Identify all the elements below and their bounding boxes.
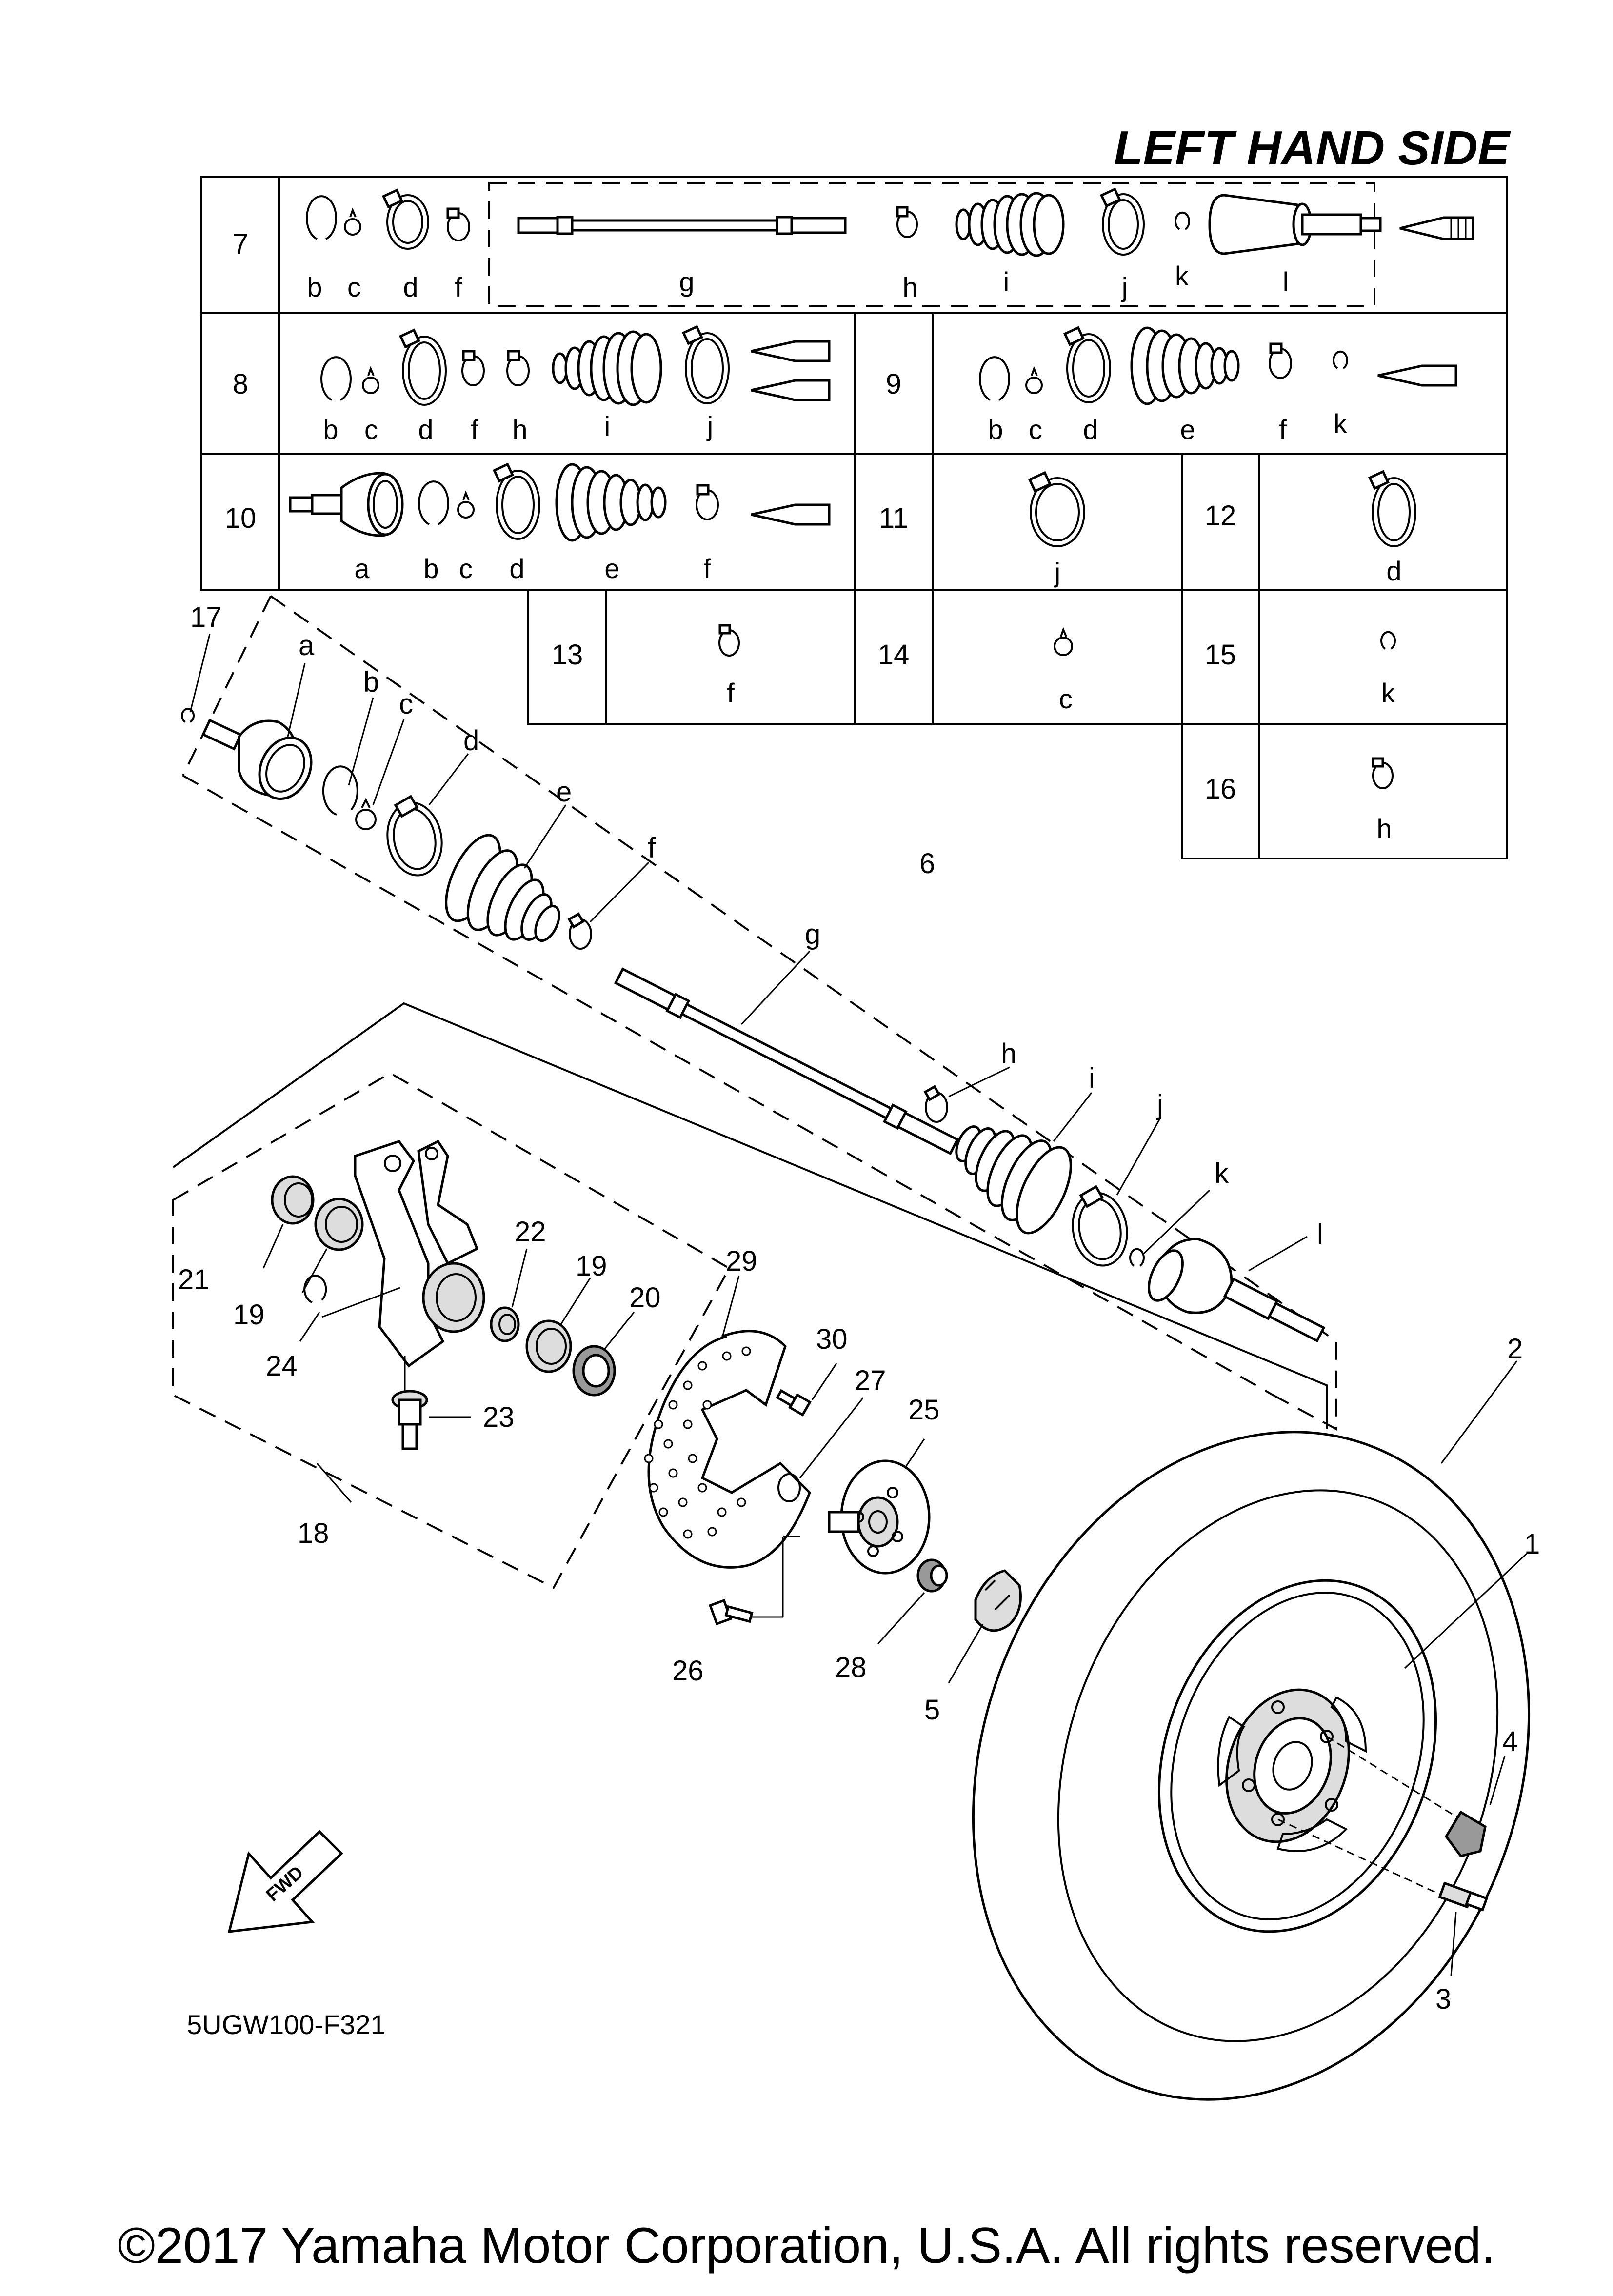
kit-row-10-number: 10 (225, 502, 257, 534)
callout-5: 5 (924, 1694, 940, 1726)
callout-29: 29 (726, 1245, 757, 1277)
callout-k: k (1215, 1158, 1229, 1189)
diagram-title: LEFT HAND SIDE (1114, 121, 1511, 175)
kit-row-11-number: 11 (879, 502, 908, 534)
callout-18: 18 (298, 1517, 329, 1549)
kit-row-7-letter: f (455, 272, 462, 302)
kit-row-9-number: 9 (886, 368, 901, 400)
callout-b: b (363, 666, 379, 698)
callout-labels: 1 2 3 4 5 6 17 18 19 19 20 21 22 23 24 2… (178, 601, 1540, 2015)
callout-19: 19 (233, 1299, 265, 1331)
callout-a: a (299, 630, 315, 661)
kit-row-8-parts: b c d f h i j (320, 325, 831, 445)
kit-row-8-letter: j (706, 411, 713, 441)
kit-row-15-letter: k (1381, 678, 1395, 708)
kit-row-8-letter: d (418, 414, 433, 445)
kit-row-10-letter: e (604, 553, 619, 584)
callout-27: 27 (855, 1365, 886, 1397)
kit-row-11-letter: j (1054, 557, 1060, 588)
callout-1: 1 (1524, 1528, 1540, 1560)
callout-2: 2 (1507, 1333, 1523, 1365)
callout-h: h (1001, 1038, 1016, 1070)
wheel-tire-assembly (972, 1360, 1531, 2101)
kit-row-8-letter: f (471, 414, 478, 445)
kit-row-8-letter: i (604, 411, 610, 441)
kit-row-9-letter: c (1029, 414, 1042, 445)
kit-row-7-letter: i (1003, 266, 1009, 297)
kit-row-7-parts: b c d f g h i j k l (306, 187, 1474, 302)
kit-row-10-letter: b (423, 553, 438, 584)
kit-row-10-parts: a b c d e f (289, 462, 831, 584)
kit-row-7-letter: h (902, 272, 917, 302)
callout-l: l (1317, 1218, 1323, 1250)
callout-6: 6 (919, 848, 935, 879)
kit-row-9-letter: f (1279, 414, 1287, 445)
kit-row-7-letter: d (403, 272, 418, 302)
kit-row-9-letter: e (1180, 414, 1195, 445)
callout-3: 3 (1435, 1983, 1451, 2015)
kit-row-8-number: 8 (233, 368, 248, 400)
kit-row-9-letter: d (1083, 414, 1098, 445)
kit-row-7-letter: c (347, 272, 361, 302)
callout-g: g (805, 918, 820, 950)
brake-hub-assembly (644, 1275, 1022, 1683)
kit-row-15-number: 15 (1205, 639, 1236, 671)
kit-row-9-parts: b c d e f k (979, 326, 1457, 445)
kit-row-14-number: 14 (878, 639, 910, 671)
callout-30: 30 (816, 1323, 848, 1355)
kit-row-7-letter: j (1121, 272, 1128, 302)
kit-row-13-letter: f (727, 678, 735, 708)
callout-22: 22 (515, 1216, 546, 1248)
kit-row-7-letter: k (1175, 260, 1189, 291)
kit-row-9-letter: k (1334, 408, 1348, 439)
callout-e: e (556, 776, 572, 808)
callout-i: i (1089, 1062, 1095, 1094)
kit-row-10-letter: a (354, 553, 370, 584)
callout-d: d (463, 725, 479, 757)
kit-row-13-number: 13 (552, 639, 583, 671)
kit-row-12-letter: d (1386, 556, 1401, 586)
callout-20: 20 (629, 1282, 661, 1314)
kit-row-8-letter: b (323, 414, 338, 445)
kit-row-10-letter: c (459, 553, 473, 584)
callout-19: 19 (576, 1250, 607, 1282)
callout-24: 24 (266, 1350, 298, 1382)
callout-28: 28 (835, 1652, 867, 1683)
kit-table: 7 8 9 10 11 12 13 14 15 16 (200, 176, 1508, 859)
kit-row-16-letter: h (1376, 813, 1392, 844)
callout-25: 25 (908, 1394, 940, 1426)
callout-21: 21 (178, 1264, 210, 1296)
kit-row-12-number: 12 (1205, 500, 1236, 532)
kit-row-10-letter: f (703, 553, 711, 584)
kit-row-7-letter: l (1283, 266, 1289, 297)
kit-row-8-letter: c (364, 414, 378, 445)
kit-single-parts: j d f c k h (718, 470, 1416, 844)
copyright-notice: ©2017 Yamaha Motor Corporation, U.S.A. A… (118, 2217, 1495, 2274)
callout-17: 17 (190, 601, 222, 633)
callout-c: c (399, 688, 413, 720)
knuckle-assembly (172, 1002, 1328, 1589)
kit-row-7-letter: g (679, 266, 694, 297)
kit-row-7-number: 7 (233, 228, 248, 260)
diagram-code: 5UGW100-F321 (187, 2009, 386, 2040)
callout-4: 4 (1502, 1726, 1518, 1757)
callout-f: f (648, 832, 656, 864)
kit-row-8-letter: h (512, 414, 527, 445)
fwd-arrow-icon: FWD (227, 1830, 343, 1933)
callout-23: 23 (483, 1401, 515, 1433)
kit-row-14-letter: c (1059, 683, 1073, 714)
driveshaft-assembly (181, 595, 1337, 1431)
kit-row-10-letter: d (509, 553, 524, 584)
kit-row-7-letter: b (307, 272, 322, 302)
callout-26: 26 (672, 1655, 704, 1687)
callout-j: j (1156, 1089, 1163, 1121)
kit-row-16-number: 16 (1205, 773, 1236, 805)
kit-row-9-letter: b (988, 414, 1003, 445)
